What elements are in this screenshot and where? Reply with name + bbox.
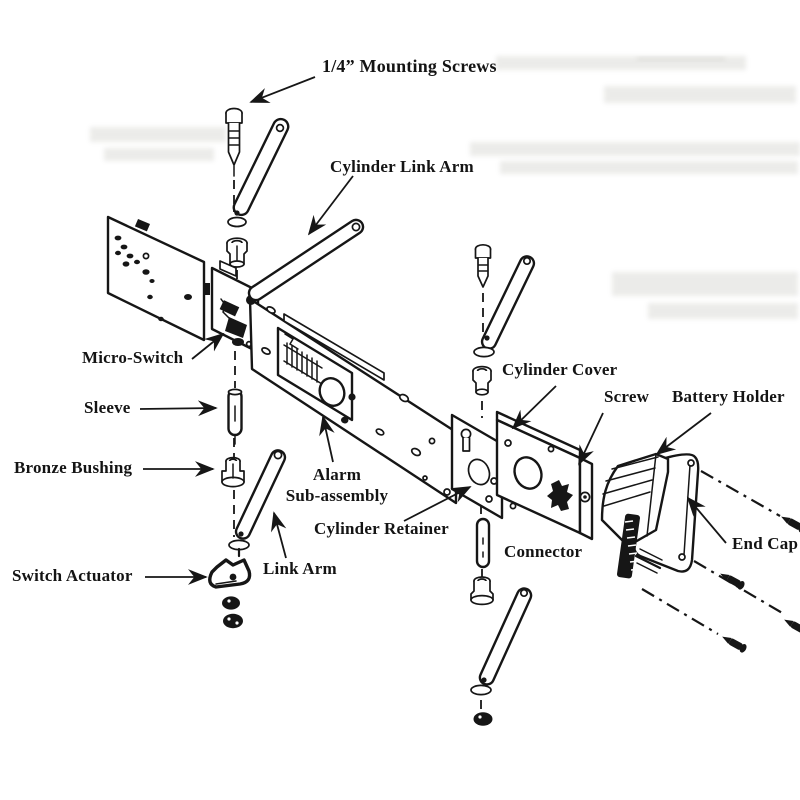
switch-plate bbox=[210, 260, 260, 354]
mounting-screw-left bbox=[225, 107, 243, 166]
label-connector: Connector bbox=[504, 542, 583, 561]
arrow-cylinder-link-arm bbox=[307, 175, 354, 236]
bushing-bottom-right bbox=[470, 576, 494, 606]
arrow-cylinder-cover bbox=[511, 385, 557, 430]
arrow-alarm-subassembly bbox=[319, 415, 335, 463]
battery-holder-part bbox=[600, 452, 670, 579]
spring-contacts bbox=[286, 342, 318, 383]
link-arm-right-top-part bbox=[473, 255, 536, 358]
arrow-mounting-screws bbox=[249, 76, 316, 103]
label-cylinder-cover: Cylinder Cover bbox=[502, 360, 618, 379]
projection-lines bbox=[641, 470, 785, 635]
print-bleed-artifacts bbox=[90, 56, 800, 319]
hex-nuts bbox=[222, 596, 243, 629]
label-alarm-subassembly: Alarm Sub-assembly bbox=[272, 464, 402, 506]
cylinder-cover-part bbox=[495, 410, 594, 541]
label-end-cap: End Cap bbox=[732, 534, 799, 553]
battery-contacts bbox=[617, 513, 663, 579]
connector-part bbox=[475, 517, 491, 569]
bushing-top-left bbox=[226, 237, 248, 268]
arrow-end-cap bbox=[686, 496, 727, 544]
label-switch-actuator: Switch Actuator bbox=[12, 566, 133, 585]
sleeve-part bbox=[227, 388, 243, 445]
board-components bbox=[114, 235, 192, 322]
circuit-board bbox=[106, 215, 210, 342]
arrow-link-arm bbox=[270, 511, 287, 559]
link-arm-bottom-part bbox=[470, 587, 533, 696]
label-alarm-line2: Sub-assembly bbox=[285, 486, 389, 505]
arrow-battery-holder bbox=[655, 412, 712, 456]
link-arm-left-part bbox=[228, 449, 287, 558]
leader-arrows bbox=[139, 76, 727, 585]
label-link-arm: Link Arm bbox=[263, 559, 337, 578]
top-link-arm-part bbox=[227, 117, 290, 228]
label-micro-switch: Micro-Switch bbox=[82, 348, 184, 367]
bushing-right bbox=[472, 365, 492, 396]
label-alarm-line1: Alarm bbox=[312, 465, 362, 484]
bronze-bushing-part bbox=[221, 456, 245, 488]
label-screw: Screw bbox=[604, 387, 650, 406]
micro-switch-part bbox=[219, 298, 253, 348]
label-cylinder-link-arm: Cylinder Link Arm bbox=[330, 157, 474, 176]
arrow-screw bbox=[578, 412, 604, 466]
arrow-micro-switch bbox=[191, 332, 225, 360]
switch-actuator-part bbox=[208, 558, 252, 589]
screw-part bbox=[547, 480, 591, 511]
label-bronze-bushing: Bronze Bushing bbox=[14, 458, 133, 477]
label-sleeve: Sleeve bbox=[84, 398, 131, 417]
label-cylinder-retainer: Cylinder Retainer bbox=[314, 519, 449, 538]
mounting-screw-right bbox=[474, 243, 492, 288]
alarm-subassembly-part bbox=[276, 326, 356, 423]
label-mounting-screws: 1/4” Mounting Screws bbox=[322, 56, 497, 76]
arrow-sleeve bbox=[139, 400, 218, 417]
cylinder-link-arm-part bbox=[247, 218, 365, 302]
cylinder-retainer-part bbox=[450, 413, 504, 520]
label-battery-holder: Battery Holder bbox=[672, 387, 785, 406]
hex-nut-bottom bbox=[473, 712, 493, 726]
arrow-cylinder-retainer bbox=[403, 486, 472, 522]
